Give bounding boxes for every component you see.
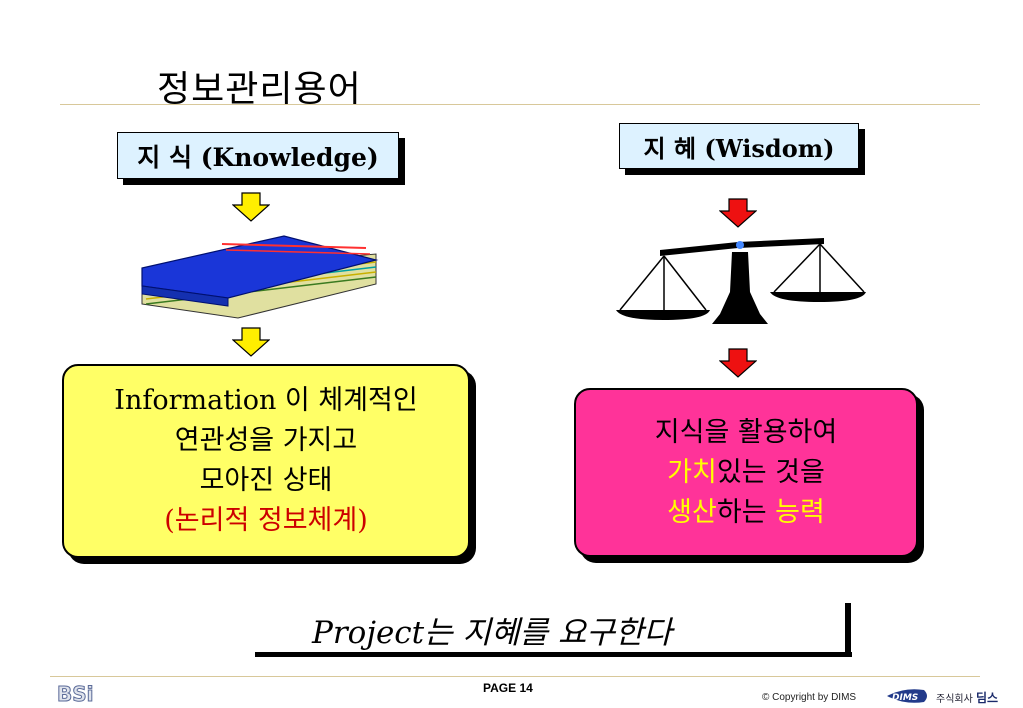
company-name-main: 딤스 xyxy=(976,691,999,705)
knowledge-line: Information 이 체계적인 xyxy=(114,385,418,416)
book-icon xyxy=(141,235,379,319)
project-vertical-bar xyxy=(845,603,851,657)
knowledge-line: 연관성을 가지고 xyxy=(174,425,358,456)
red-down-arrow-icon xyxy=(719,198,757,228)
wisdom-line-3: 생산하는 능력 xyxy=(667,493,825,533)
wisdom-line-2-text: 있는 것을 xyxy=(716,456,825,488)
wisdom-highlight-produce: 생산 xyxy=(667,496,717,528)
wisdom-line-1: 지식을 활용하여 xyxy=(654,416,838,448)
project-statement: Project는 지혜를 요구한다 xyxy=(312,615,672,651)
knowledge-line-highlight: (논리적 정보체계) xyxy=(164,505,368,536)
knowledge-description-box: Information 이 체계적인 연관성을 가지고 모아진 상태 (논리적 … xyxy=(62,364,470,558)
wisdom-highlight-ability: 능력 xyxy=(775,496,825,528)
project-underline xyxy=(255,652,852,657)
wisdom-highlight-value: 가치 xyxy=(667,456,717,488)
wisdom-line-3-text: 하는 xyxy=(716,496,767,528)
copyright-text: © Copyright by DIMS xyxy=(762,692,857,703)
yellow-down-arrow-icon xyxy=(232,327,270,357)
dims-logo: DIMS xyxy=(887,689,927,703)
yellow-down-arrow-icon xyxy=(232,192,270,222)
title-divider xyxy=(60,104,980,105)
slide-title: 정보관리용어 xyxy=(157,69,362,110)
balance-scale-icon xyxy=(616,238,866,324)
red-down-arrow-icon xyxy=(719,348,757,378)
wisdom-line-2: 가치있는 것을 xyxy=(667,453,825,493)
footer-divider xyxy=(50,676,980,677)
company-prefix: 주식회사 xyxy=(936,694,973,705)
company-name: 주식회사 딤스 xyxy=(936,689,998,706)
knowledge-line: 모아진 상태 xyxy=(199,465,333,496)
wisdom-description-box: 지식을 활용하여 가치있는 것을 생산하는 능력 xyxy=(574,388,918,557)
wisdom-label: 지 혜 (Wisdom) xyxy=(619,123,859,169)
bsi-logo-text: BSi xyxy=(57,682,94,704)
knowledge-label: 지 식 (Knowledge) xyxy=(117,132,399,179)
dims-logo-text: DIMS xyxy=(892,693,918,703)
page-number: PAGE 14 xyxy=(483,681,533,695)
bsi-logo: BSi xyxy=(57,682,95,704)
